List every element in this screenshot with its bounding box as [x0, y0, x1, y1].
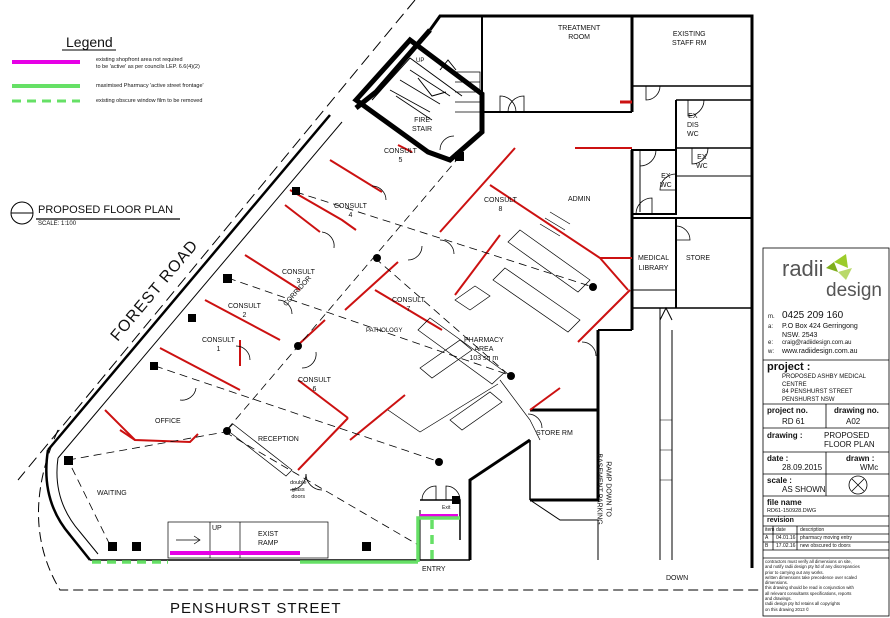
drawn-value: WMc — [860, 463, 879, 472]
project-label: project : — [767, 361, 811, 373]
legend-item-1: existing shopfront area not required to … — [96, 57, 200, 70]
rev-a-item: A — [765, 535, 769, 541]
rev-header-desc: description — [800, 527, 825, 533]
drawn-label: drawn : — [846, 454, 875, 463]
room-admin: ADMIN — [568, 196, 591, 203]
legend-item-3: existing obscure window film to be remov… — [96, 98, 203, 104]
rev-b-item: B — [765, 543, 769, 549]
room-reception: RECEPTION — [258, 436, 299, 443]
file-value: RD61-150928.DWG — [767, 508, 817, 514]
logo-text-radii: radii — [782, 256, 824, 281]
project-details: PROPOSED ASHBY MEDICAL CENTRE 84 PENSHUR… — [782, 374, 866, 403]
plan-title: PROPOSED FLOOR PLAN — [38, 204, 174, 216]
title-block-frame — [762, 247, 890, 617]
legend-key — [12, 49, 116, 103]
penshurst-street-label: PENSHURST STREET — [170, 600, 342, 617]
room-waiting: WAITING — [97, 490, 127, 497]
logo-text-design: design — [826, 280, 882, 301]
rev-header-date: date — [776, 527, 786, 533]
partition-walls — [104, 100, 632, 471]
external-walls — [17, 0, 760, 591]
rev-a-desc: pharmacy moving entry — [800, 535, 852, 541]
rev-b-date: 17.02.16 — [776, 543, 796, 549]
contact-address-2: NSW. 2543 — [782, 332, 818, 339]
entry-label: ENTRY — [422, 566, 446, 573]
plan-title-symbol — [10, 201, 180, 225]
legend-title: Legend — [66, 34, 113, 50]
contact-address: a:P.O Box 424 Gerringong — [768, 323, 858, 330]
date-value: 28.09.2015 — [782, 463, 823, 472]
rev-b-desc: new obscured to doors — [800, 543, 851, 549]
contact-phone: m.0425 209 160 — [768, 310, 844, 321]
internal-walls — [419, 16, 752, 560]
title-block-notes: contractors must verify all dimensions o… — [765, 559, 860, 612]
north-point-icon — [849, 476, 867, 494]
scale-value: AS SHOWN — [782, 485, 826, 494]
room-pathology: PATHOLOGY — [366, 328, 403, 334]
drawing-no-value: A02 — [846, 417, 861, 426]
plan-scale: SCALE: 1:100 — [38, 221, 77, 227]
grid-lines — [67, 155, 597, 547]
radii-logo-icon — [826, 254, 852, 280]
room-store: STORE — [686, 255, 710, 262]
rev-header-item: item — [765, 527, 775, 533]
room-store-rm: STORE RM — [536, 430, 573, 437]
project-no-value: RD 61 — [782, 417, 805, 426]
drawing-label: drawing : — [767, 431, 803, 440]
contact-web: w:www.radiidesign.com.au — [768, 348, 858, 355]
door-swings — [179, 85, 709, 501]
exit-label: Exit — [442, 505, 451, 511]
furniture — [167, 211, 591, 559]
drawing-no-label: drawing no. — [834, 406, 879, 415]
project-no-label: project no. — [767, 406, 808, 415]
shopfront-markings — [92, 514, 460, 564]
drawing-title: PROPOSED FLOOR PLAN — [824, 431, 875, 449]
legend-item-2: maximised Pharmacy 'active street fronta… — [96, 83, 204, 89]
down-label: DOWN — [666, 575, 689, 582]
room-office: OFFICE — [155, 418, 181, 425]
file-label: file name — [767, 498, 802, 507]
revision-label: revision — [767, 517, 794, 524]
date-label: date : — [767, 454, 789, 463]
scale-label: scale : — [767, 476, 792, 485]
fire-stair — [352, 36, 485, 163]
contact-email: e:craig@radiidesign.com.au — [768, 340, 852, 346]
rev-a-date: 04.01.16 — [776, 535, 796, 541]
stair-up-label: UP — [416, 58, 425, 64]
ramp-up-label: UP — [212, 525, 222, 532]
